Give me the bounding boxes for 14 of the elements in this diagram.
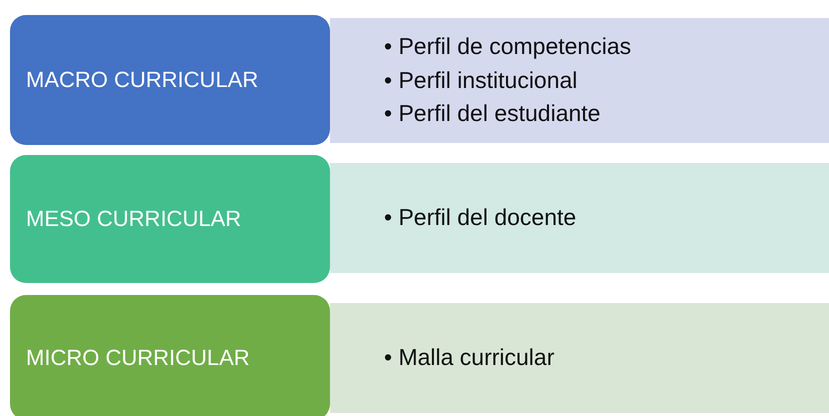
level-box xyxy=(10,295,330,416)
list-item: • Perfil institucional xyxy=(384,66,578,95)
level-label: MACRO CURRICULAR xyxy=(26,67,258,93)
list-item: • Perfil de competencias xyxy=(384,32,632,62)
list-item: • Perfil del estudiante xyxy=(384,99,602,128)
content-panel xyxy=(330,303,829,413)
level-box xyxy=(10,155,330,283)
list-item: • Perfil del docente xyxy=(384,203,576,232)
content-panel xyxy=(330,163,829,273)
level-box xyxy=(10,15,330,145)
list-item: • Malla curricular xyxy=(384,343,554,372)
content-panel xyxy=(330,18,829,143)
level-label: MESO CURRICULAR xyxy=(26,206,242,232)
level-label: MICRO CURRICULAR xyxy=(26,344,250,370)
